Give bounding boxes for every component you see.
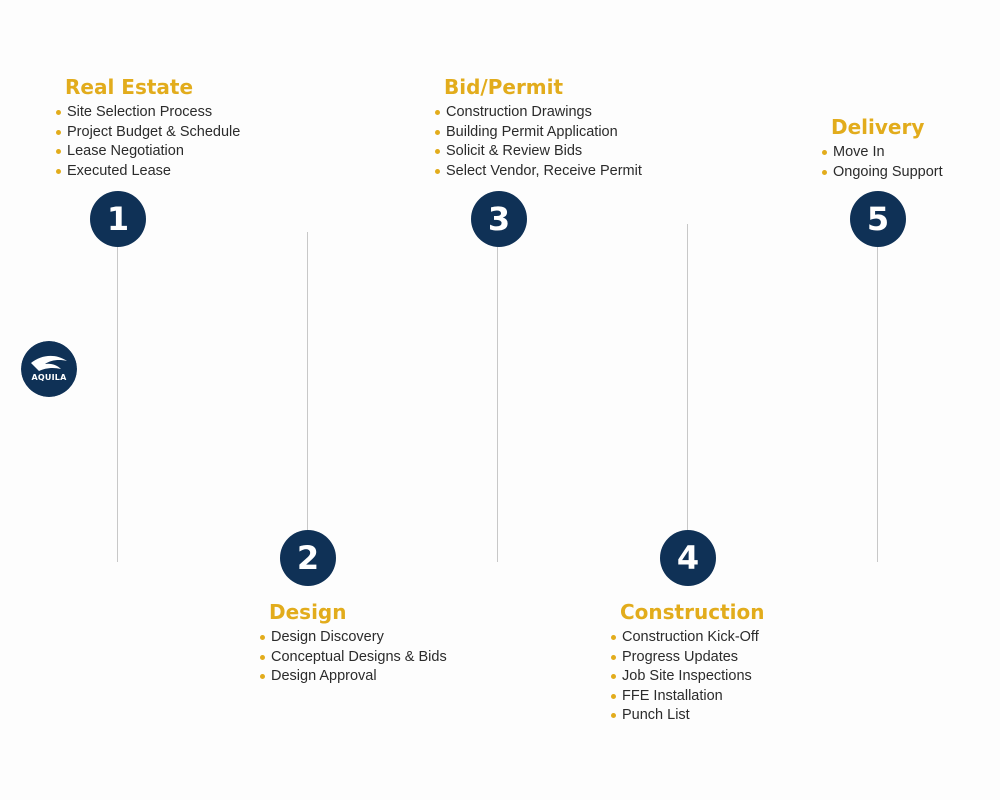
step-2-title: Design bbox=[269, 600, 347, 624]
step-4-item: FFE Installation bbox=[610, 687, 764, 707]
step-5-item: Ongoing Support bbox=[821, 163, 943, 183]
step-1-item: Executed Lease bbox=[55, 162, 240, 182]
step-item-label: Design Discovery bbox=[271, 629, 384, 645]
step-item-label: Executed Lease bbox=[67, 162, 171, 179]
bullet-dot-icon bbox=[611, 713, 616, 719]
connector-line-4 bbox=[687, 224, 688, 532]
bullet-dot-icon bbox=[435, 149, 440, 155]
step-5-block: Delivery Move In Ongoing Support bbox=[821, 115, 943, 182]
bullet-dot-icon bbox=[611, 635, 616, 640]
logo-text: AQUILA bbox=[31, 373, 67, 382]
step-item-label: Punch List bbox=[622, 707, 690, 724]
step-item-label: Job Site Inspections bbox=[622, 668, 752, 685]
bullet-dot-icon bbox=[435, 168, 440, 174]
step-3-badge: 3 bbox=[471, 191, 527, 247]
connector-line-3 bbox=[497, 246, 498, 562]
step-2-item: Conceptual Designs & Bids bbox=[259, 648, 447, 668]
step-5-item: Move In bbox=[821, 143, 943, 163]
bullet-dot-icon bbox=[260, 654, 265, 660]
step-1-title: Real Estate bbox=[65, 75, 194, 99]
step-item-label: Solicit & Review Bids bbox=[446, 143, 583, 160]
step-4-item: Construction Kick-Off bbox=[610, 628, 764, 648]
step-4-item: Progress Updates bbox=[610, 648, 764, 668]
step-3-title: Bid/Permit bbox=[444, 75, 564, 99]
bullet-dot-icon bbox=[435, 129, 440, 135]
bullet-dot-icon bbox=[822, 150, 827, 155]
step-item-label: Project Budget & Schedule bbox=[67, 123, 241, 140]
step-item-label: Move In bbox=[833, 144, 885, 160]
bullet-dot-icon bbox=[611, 654, 616, 660]
bullet-dot-icon bbox=[56, 168, 61, 174]
step-4-title: Construction bbox=[620, 600, 765, 624]
bullet-dot-icon bbox=[435, 110, 440, 115]
step-1-item: Lease Negotiation bbox=[55, 142, 240, 162]
step-1-item: Project Budget & Schedule bbox=[55, 123, 240, 143]
step-5-badge: 5 bbox=[850, 191, 906, 247]
step-item-label: Ongoing Support bbox=[833, 163, 943, 180]
step-3-item: Select Vendor, Receive Permit bbox=[434, 162, 642, 182]
step-2-item: Design Discovery bbox=[259, 628, 447, 648]
bullet-dot-icon bbox=[56, 129, 61, 135]
step-1-item: Site Selection Process bbox=[55, 103, 240, 123]
step-item-label: Site Selection Process bbox=[67, 104, 213, 120]
connector-line-1 bbox=[117, 246, 118, 562]
connector-line-5 bbox=[877, 246, 878, 562]
step-item-label: Select Vendor, Receive Permit bbox=[446, 162, 642, 179]
step-item-label: Progress Updates bbox=[622, 648, 739, 665]
bullet-dot-icon bbox=[611, 693, 616, 699]
connector-line-2 bbox=[307, 232, 308, 532]
step-4-badge: 4 bbox=[660, 530, 716, 586]
step-3-item: Building Permit Application bbox=[434, 123, 642, 143]
eagle-wing-icon bbox=[21, 341, 77, 397]
step-4-item: Punch List bbox=[610, 706, 764, 726]
step-item-label: Construction Drawings bbox=[446, 104, 592, 120]
step-5-title: Delivery bbox=[831, 115, 925, 139]
bullet-dot-icon bbox=[260, 635, 265, 640]
step-2-item: Design Approval bbox=[259, 667, 447, 687]
aquila-logo: AQUILA bbox=[21, 341, 77, 397]
bullet-dot-icon bbox=[56, 110, 61, 115]
step-item-label: Building Permit Application bbox=[446, 123, 618, 140]
step-item-label: Design Approval bbox=[271, 668, 377, 685]
step-1-badge: 1 bbox=[90, 191, 146, 247]
bullet-dot-icon bbox=[822, 169, 827, 175]
step-item-label: FFE Installation bbox=[622, 687, 723, 704]
bullet-dot-icon bbox=[611, 674, 616, 680]
step-3-item: Construction Drawings bbox=[434, 103, 642, 123]
step-3-item: Solicit & Review Bids bbox=[434, 142, 642, 162]
step-item-label: Construction Kick-Off bbox=[622, 629, 759, 645]
step-item-label: Conceptual Designs & Bids bbox=[271, 648, 447, 665]
step-2-badge: 2 bbox=[280, 530, 336, 586]
step-5-list: Move In Ongoing Support bbox=[821, 143, 943, 182]
bullet-dot-icon bbox=[56, 149, 61, 155]
bullet-dot-icon bbox=[260, 674, 265, 680]
step-item-label: Lease Negotiation bbox=[67, 143, 184, 160]
step-4-item: Job Site Inspections bbox=[610, 667, 764, 687]
